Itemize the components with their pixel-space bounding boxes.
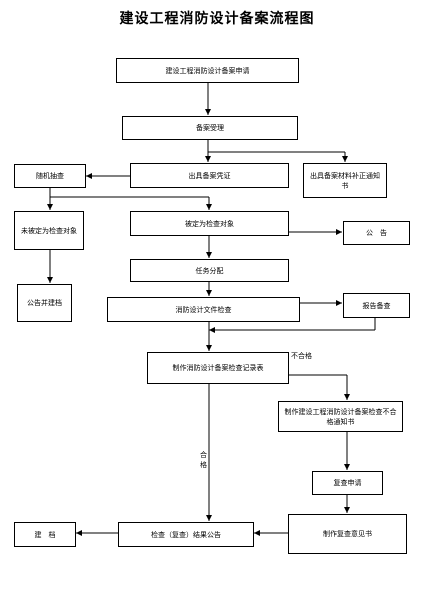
node-report-review: 报告备查 — [343, 293, 410, 318]
page-title: 建设工程消防设计备案流程图 — [119, 11, 315, 27]
node-recheck-apply: 复查申请 — [312, 471, 383, 495]
edge-label-unqualified: 不合格 — [291, 352, 312, 360]
node-design-review: 消防设计文件检查 — [107, 297, 300, 322]
node-announce-archive: 公告并建档 — [17, 284, 72, 322]
node-task-assign: 任务分配 — [130, 259, 289, 282]
node-selected: 被定为检查对象 — [130, 211, 289, 236]
node-announce: 公 告 — [343, 221, 410, 245]
node-application: 建设工程消防设计备案申请 — [116, 58, 299, 83]
node-random-spot-check: 随机抽查 — [14, 164, 86, 188]
node-issue-certificate: 出具备案凭证 — [130, 163, 289, 188]
node-not-selected: 未被定为检查对象 — [14, 211, 84, 250]
node-nonconform-notice: 制作建设工程消防设计备案检查不合格通知书 — [278, 401, 403, 432]
node-supplement-notice: 出具备案材料补正通知书 — [303, 163, 387, 198]
node-make-record: 制作消防设计备案检查记录表 — [147, 352, 289, 384]
node-filing-accept: 备案受理 — [122, 116, 298, 140]
node-recheck-opinion: 制作复查意见书 — [288, 514, 407, 554]
edge-label-qualified: 合格 — [200, 451, 207, 469]
node-archive: 建 档 — [14, 522, 76, 547]
node-result-announce: 检查（复查）结果公告 — [118, 522, 254, 547]
